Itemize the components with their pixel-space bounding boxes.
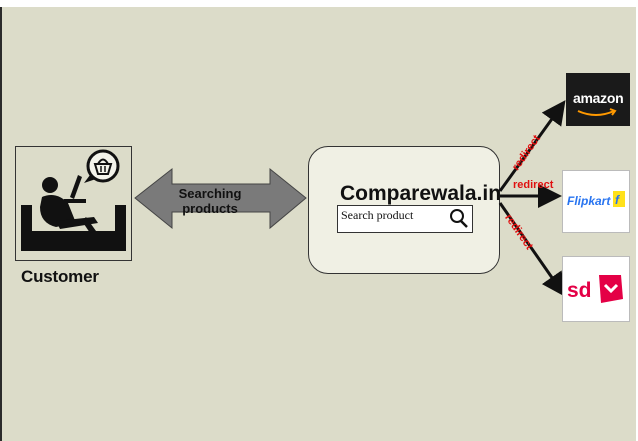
customer-on-couch-icon (21, 149, 126, 251)
search-placeholder: Search product (341, 208, 414, 222)
flipkart-logo: Flipkart f (562, 170, 630, 233)
top-margin (0, 0, 638, 7)
amazon-logo: amazon (566, 73, 630, 126)
snapdeal-logo-text: sd (567, 279, 592, 302)
search-input[interactable]: Search product (337, 205, 473, 233)
flipkart-logo-text: Flipkart (567, 194, 611, 208)
flipkart-bag-icon: f (613, 191, 625, 207)
amazon-smile-icon (577, 108, 617, 116)
customer-illustration (15, 146, 132, 261)
search-icon[interactable] (449, 208, 469, 229)
site-title: Comparewala.in (340, 182, 502, 205)
svg-text:f: f (615, 193, 620, 207)
searching-products-label: Searching products (178, 186, 242, 216)
customer-label: Customer (21, 267, 99, 286)
amazon-logo-text: amazon (573, 90, 624, 106)
snapdeal-logo: sd (562, 256, 630, 322)
snapdeal-bag-icon (599, 275, 623, 303)
redirect-label-flipkart: redirect (513, 179, 554, 191)
